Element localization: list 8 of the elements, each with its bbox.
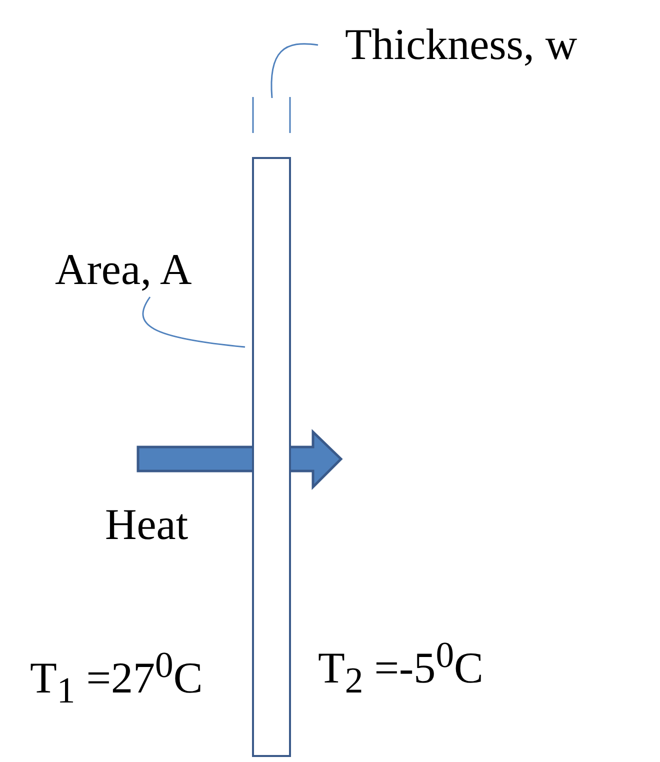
temperature-label: T$_{1}$ =27$^{0}$C bbox=[30, 643, 203, 712]
temperature-label: T$_{2}$ =-5$^{0}$C bbox=[318, 633, 484, 702]
area-label: Area, A bbox=[55, 245, 192, 295]
heat-label: Heat bbox=[105, 500, 188, 550]
leader-line bbox=[142, 296, 246, 348]
wall-slab bbox=[252, 157, 291, 757]
thickness-label: Thickness, w bbox=[345, 20, 578, 70]
leader-line bbox=[270, 43, 318, 98]
